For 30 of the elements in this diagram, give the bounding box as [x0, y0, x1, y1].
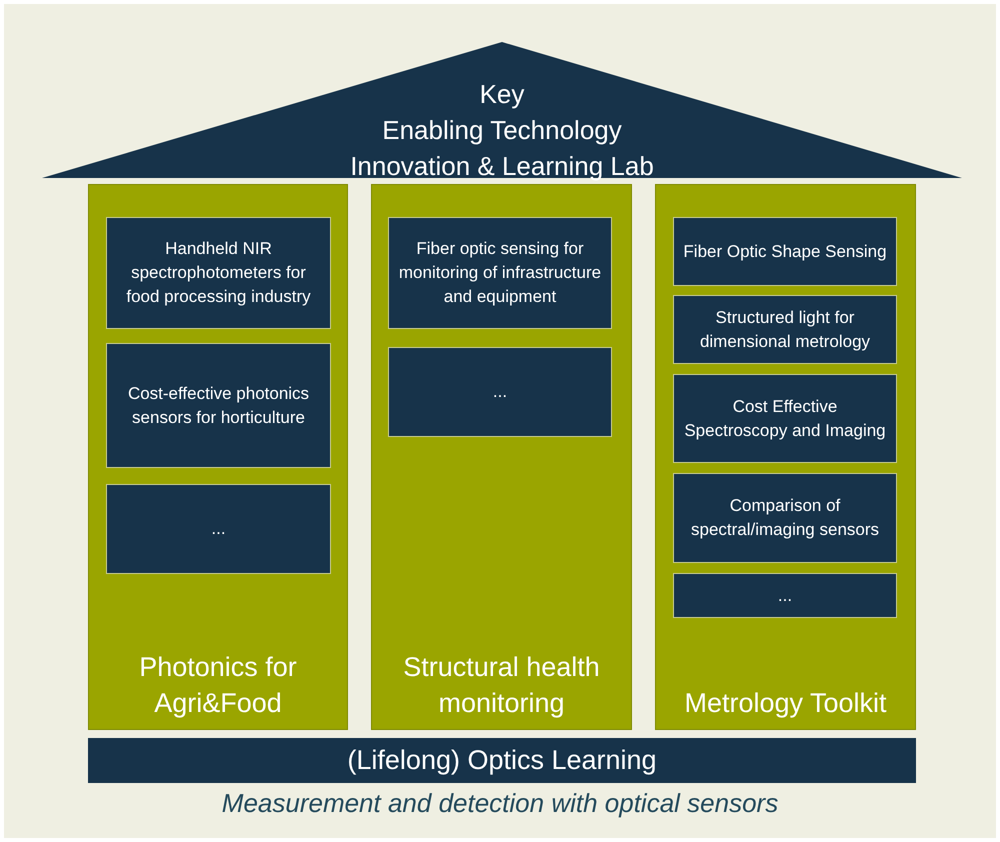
topic-box: [388, 217, 612, 329]
pillar-panel: [655, 184, 916, 730]
pillar-panel: [371, 184, 632, 730]
topic-box: [106, 343, 331, 468]
foundation-label: (Lifelong) Optics Learning: [347, 745, 657, 776]
pillar-panel: [88, 184, 348, 730]
topic-label: ...: [778, 584, 792, 606]
foundation-bar: [88, 738, 916, 783]
pillar-title: Metrology Toolkit: [683, 687, 888, 720]
topic-label: Cost-effective photonics sensors for horticulture: [126, 382, 310, 428]
topic-label: ...: [492, 381, 508, 403]
topic-box: [673, 217, 897, 286]
roof-title: Key Enabling Technology Innovation & Learning Lab: [350, 79, 654, 181]
topic-label: Cost Effective Spectroscopy and Imaging: [683, 396, 887, 442]
caption: Measurement and detection with optical sensors: [220, 788, 780, 819]
topic-box: [388, 347, 612, 437]
topic-box: [673, 295, 897, 364]
pillar-title: Photonics for Agri&Food: [138, 651, 298, 720]
pillar-title: Structural health monitoring: [402, 651, 601, 720]
topic-label: ...: [211, 518, 226, 540]
topic-box: [673, 473, 897, 563]
topic-label: Comparison of spectral/imaging sensors: [690, 495, 880, 541]
topic-box: [106, 217, 331, 329]
topic-label: Fiber optic sensing for monitoring of infrastructure and equipment: [398, 238, 602, 308]
topic-label: Handheld NIR spectrophotometers for food processing industry: [125, 238, 312, 308]
topic-box: [673, 374, 897, 463]
topic-label: Structured light for dimensional metrology: [698, 306, 872, 352]
topic-label: Fiber Optic Shape Sensing: [683, 240, 887, 262]
topic-box: [106, 484, 331, 574]
topic-box: [673, 573, 897, 618]
